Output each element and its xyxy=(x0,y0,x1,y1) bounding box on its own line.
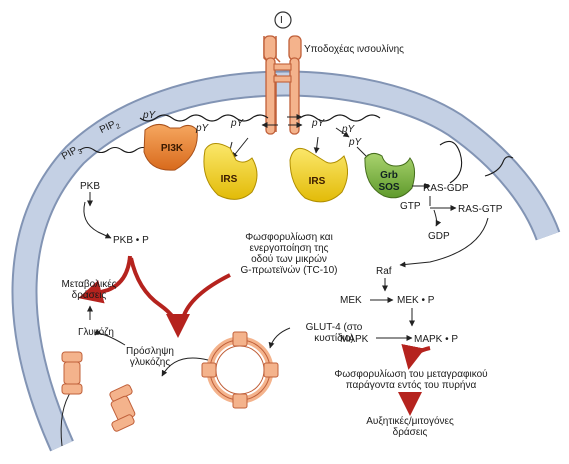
membrane-transporter-upper xyxy=(61,351,83,395)
irs-label-right: IRS xyxy=(308,176,326,187)
grb-sos-shape xyxy=(364,152,416,199)
raf-label: Raf xyxy=(376,266,392,277)
arrow xyxy=(161,357,209,377)
glut4-text: GLUT-4 (στο κυστίδιο) xyxy=(305,322,363,344)
membrane-transporter-lower xyxy=(109,384,136,432)
py-label: pY xyxy=(196,123,209,134)
red-pathway-nucleus xyxy=(401,343,431,370)
transcription-text: Φωσφορυλίωση του μεταγραφικού παράγοντα … xyxy=(334,369,488,391)
gdp-label: GDP xyxy=(428,231,450,242)
glucose-label: Γλυκόζη xyxy=(78,327,114,338)
ras-gdp-label: RAS-GDP xyxy=(423,183,469,194)
insulin-receptor xyxy=(263,35,302,135)
insulin-symbol xyxy=(274,11,292,29)
grb-label: Grb xyxy=(380,170,398,181)
py-label: pY xyxy=(231,118,244,129)
arrow xyxy=(335,127,350,138)
mek-label: MEK xyxy=(340,295,362,306)
arrow xyxy=(433,209,442,227)
red-pathway-uptake xyxy=(129,257,190,338)
pi3k-shape xyxy=(143,124,198,171)
red-pathway-gprotein xyxy=(181,273,231,319)
receptor-label: Υποδοχέας ινσουλίνης xyxy=(304,44,404,55)
py-label: pY xyxy=(143,110,156,121)
mapk-label: MAPK xyxy=(340,334,369,345)
arrow xyxy=(399,217,489,268)
wavy-chain xyxy=(139,114,269,122)
pkbp-label: PKB • P xyxy=(113,235,149,246)
ras-gtp-label: RAS-GTP xyxy=(458,204,503,215)
irs-shape-left xyxy=(203,143,258,200)
py-label: pY xyxy=(342,124,355,135)
wavy-chain xyxy=(439,140,463,184)
arrow xyxy=(94,328,126,346)
sos-label: SOS xyxy=(378,182,400,193)
mapkp-label: MAPK • P xyxy=(414,334,459,345)
py-label: pY xyxy=(312,118,325,129)
insulin-symbol-label: I xyxy=(280,15,283,26)
wavy-chain xyxy=(79,146,151,154)
growth-text: Αυξητικές/μιτογόνες δράσεις xyxy=(366,416,454,438)
arrow xyxy=(83,201,112,239)
pkb-label: PKB xyxy=(80,181,101,192)
arrow xyxy=(268,327,291,349)
red-pathway-metabolic xyxy=(78,255,132,304)
py-label: pY xyxy=(349,137,362,148)
pi3k-label: PI3K xyxy=(160,143,184,154)
arrow xyxy=(231,137,249,159)
wavy-chain xyxy=(299,114,381,122)
irs-label-left: IRS xyxy=(220,174,238,185)
metabolic-text: Μεταβολικές δράσεις xyxy=(61,279,117,301)
mekp-label: MEK • P xyxy=(397,295,435,306)
uptake-text: Πρόσληψη γλυκόζης xyxy=(126,346,174,368)
arrow xyxy=(313,136,320,154)
irs-shape-right xyxy=(289,147,348,203)
gtp-label: GTP xyxy=(400,201,421,212)
g-protein-text: Φωσφορυλίωση και ενεργοποίηση της οδού τ… xyxy=(240,232,338,276)
wavy-chain xyxy=(484,156,514,177)
glut4-vesicle xyxy=(201,331,279,409)
